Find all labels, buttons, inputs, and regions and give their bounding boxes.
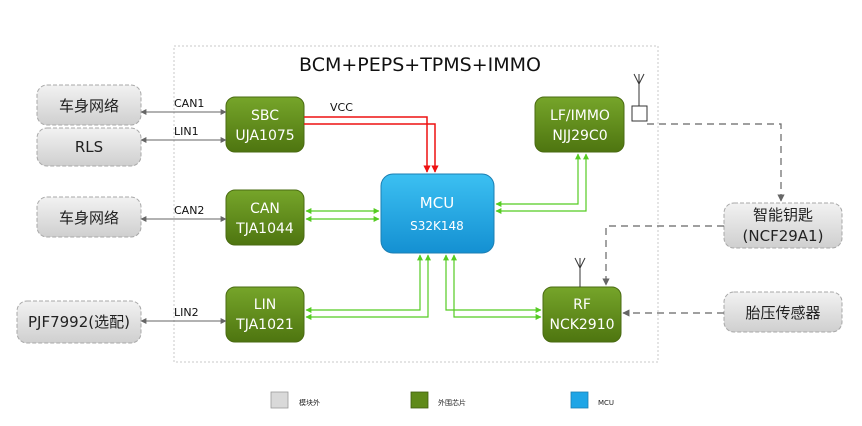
- svg-text:(NCF29A1): (NCF29A1): [743, 227, 824, 245]
- svg-text:UJA1075: UJA1075: [235, 128, 294, 144]
- link-vcc: VCC: [304, 101, 439, 173]
- svg-text:车身网络: 车身网络: [59, 97, 119, 115]
- ext-pjf7992: PJF7992(选配): [16, 300, 142, 344]
- chip-rf: RF NCK2910: [542, 286, 622, 343]
- svg-text:LIN: LIN: [254, 297, 276, 313]
- diagram-title: BCM+PEPS+TPMS+IMMO: [299, 54, 541, 76]
- ext-body-network-2: 车身网络: [36, 196, 142, 238]
- chip-can: CAN TJA1044: [225, 189, 305, 246]
- link-lf-mcu: [495, 153, 589, 214]
- antenna-rf-icon: [574, 257, 586, 287]
- svg-text:NCK2910: NCK2910: [549, 317, 614, 333]
- legend-item-external: 模块外: [270, 391, 320, 409]
- svg-text:VCC: VCC: [330, 101, 353, 114]
- legend-item-mcu: MCU: [570, 391, 614, 409]
- svg-text:CAN1: CAN1: [174, 97, 204, 110]
- svg-text:MCU: MCU: [598, 399, 614, 407]
- svg-text:车身网络: 车身网络: [59, 209, 119, 227]
- link-can1: CAN1: [140, 97, 227, 115]
- svg-text:MCU: MCU: [420, 194, 454, 212]
- svg-text:胎压传感器: 胎压传感器: [745, 304, 820, 322]
- ext-smart-key: 智能钥匙 (NCF29A1): [723, 202, 843, 249]
- svg-text:TJA1021: TJA1021: [235, 317, 294, 333]
- legend: 模块外 外围芯片 MCU: [270, 391, 614, 409]
- svg-text:S32K148: S32K148: [410, 219, 464, 233]
- ext-tpms-sensor: 胎压传感器: [723, 291, 843, 333]
- svg-text:LIN2: LIN2: [174, 306, 199, 319]
- link-lf-smartkey: [647, 123, 785, 202]
- link-can2: CAN2: [140, 204, 227, 222]
- svg-text:NJJ29C0: NJJ29C0: [552, 128, 607, 144]
- svg-text:模块外: 模块外: [299, 398, 320, 407]
- antenna-lf-icon: [631, 73, 648, 122]
- svg-text:智能钥匙: 智能钥匙: [753, 206, 813, 224]
- link-lin2: LIN2: [140, 306, 227, 324]
- ext-body-network-1: 车身网络: [36, 84, 142, 126]
- svg-text:RLS: RLS: [75, 138, 103, 156]
- link-lin-mcu: [305, 254, 431, 320]
- legend-item-peripheral: 外围芯片: [410, 391, 466, 409]
- ext-rls: RLS: [36, 127, 142, 167]
- chip-mcu: MCU S32K148: [380, 173, 495, 254]
- svg-text:RF: RF: [573, 297, 591, 313]
- link-lin1: LIN1: [140, 125, 227, 143]
- link-can-mcu: [305, 208, 380, 222]
- chip-sbc: SBC UJA1075: [225, 96, 305, 153]
- chip-lin: LIN TJA1021: [225, 286, 305, 343]
- svg-text:SBC: SBC: [251, 108, 279, 124]
- svg-text:PJF7992(选配): PJF7992(选配): [28, 313, 130, 331]
- svg-text:外围芯片: 外围芯片: [438, 398, 466, 407]
- link-smartkey-rf: [602, 225, 724, 286]
- svg-text:TJA1044: TJA1044: [235, 221, 294, 237]
- svg-text:LF/IMMO: LF/IMMO: [550, 108, 610, 124]
- module-boundary: [173, 45, 659, 363]
- link-rf-mcu: [443, 254, 542, 320]
- chip-lf-immo: LF/IMMO NJJ29C0: [534, 96, 625, 153]
- svg-text:CAN: CAN: [250, 201, 280, 217]
- svg-text:CAN2: CAN2: [174, 204, 204, 217]
- svg-text:LIN1: LIN1: [174, 125, 199, 138]
